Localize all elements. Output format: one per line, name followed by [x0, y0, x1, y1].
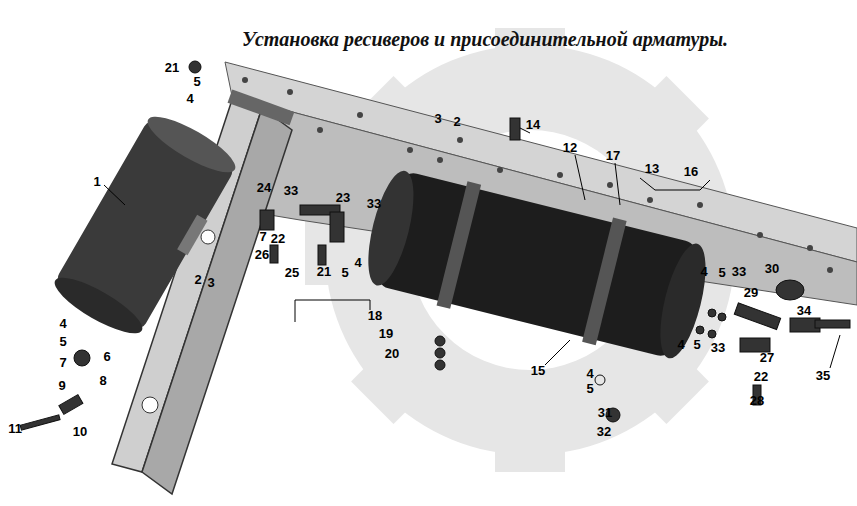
callout-number: 5	[193, 75, 200, 88]
callout-number: 17	[606, 149, 620, 162]
callout-number: 1	[93, 175, 100, 188]
callout-number: 4	[186, 92, 193, 105]
callout-number: 4	[677, 338, 684, 351]
callout-number: 21	[165, 61, 179, 74]
callout-number: 5	[718, 266, 725, 279]
callout-number: 22	[271, 232, 285, 245]
callout-number: 31	[598, 406, 612, 419]
callout-number: 24	[257, 181, 271, 194]
callout-number: 33	[732, 265, 746, 278]
callout-number: 8	[99, 374, 106, 387]
callout-number: 33	[711, 341, 725, 354]
callout-number: 4	[59, 317, 66, 330]
callout-number: 6	[103, 350, 110, 363]
callout-number: 3	[207, 276, 214, 289]
callout-number: 29	[744, 286, 758, 299]
callout-number: 21	[317, 265, 331, 278]
callout-number: 3	[434, 112, 441, 125]
callout-number: 4	[700, 265, 707, 278]
callout-number: 5	[59, 335, 66, 348]
callout-number: 30	[765, 262, 779, 275]
callout-number: 4	[354, 256, 361, 269]
callout-number: 28	[750, 394, 764, 407]
watermark-logo	[305, 28, 755, 472]
callout-number: 22	[754, 370, 768, 383]
callout-number: 23	[336, 191, 350, 204]
callout-number: 32	[597, 425, 611, 438]
callout-number: 16	[684, 165, 698, 178]
callout-number: 20	[385, 347, 399, 360]
callout-number: 14	[526, 118, 540, 131]
callout-number: 5	[341, 266, 348, 279]
callout-number: 5	[693, 338, 700, 351]
callout-number: 7	[59, 356, 66, 369]
callout-number: 35	[816, 369, 830, 382]
callout-number: 33	[367, 197, 381, 210]
receiver-right	[358, 162, 716, 368]
callout-number: 13	[645, 162, 659, 175]
callout-number: 10	[73, 425, 87, 438]
callout-number: 2	[453, 115, 460, 128]
callout-number: 15	[531, 364, 545, 377]
callout-number: 5	[586, 382, 593, 395]
callout-number: 34	[797, 304, 811, 317]
callout-number: 18	[368, 309, 382, 322]
diagram-title: Установка ресиверов и присоединительной …	[242, 28, 728, 51]
receiver-left	[48, 107, 243, 343]
callout-number: 26	[255, 248, 269, 261]
callout-number: 27	[760, 351, 774, 364]
callout-number: 12	[563, 141, 577, 154]
callout-number: 25	[285, 266, 299, 279]
callout-number: 4	[586, 367, 593, 380]
callout-number: 11	[8, 422, 22, 435]
callout-number: 19	[379, 327, 393, 340]
callout-number: 2	[194, 273, 201, 286]
callout-number: 9	[58, 379, 65, 392]
callout-number: 7	[259, 230, 266, 243]
callout-number: 33	[284, 184, 298, 197]
